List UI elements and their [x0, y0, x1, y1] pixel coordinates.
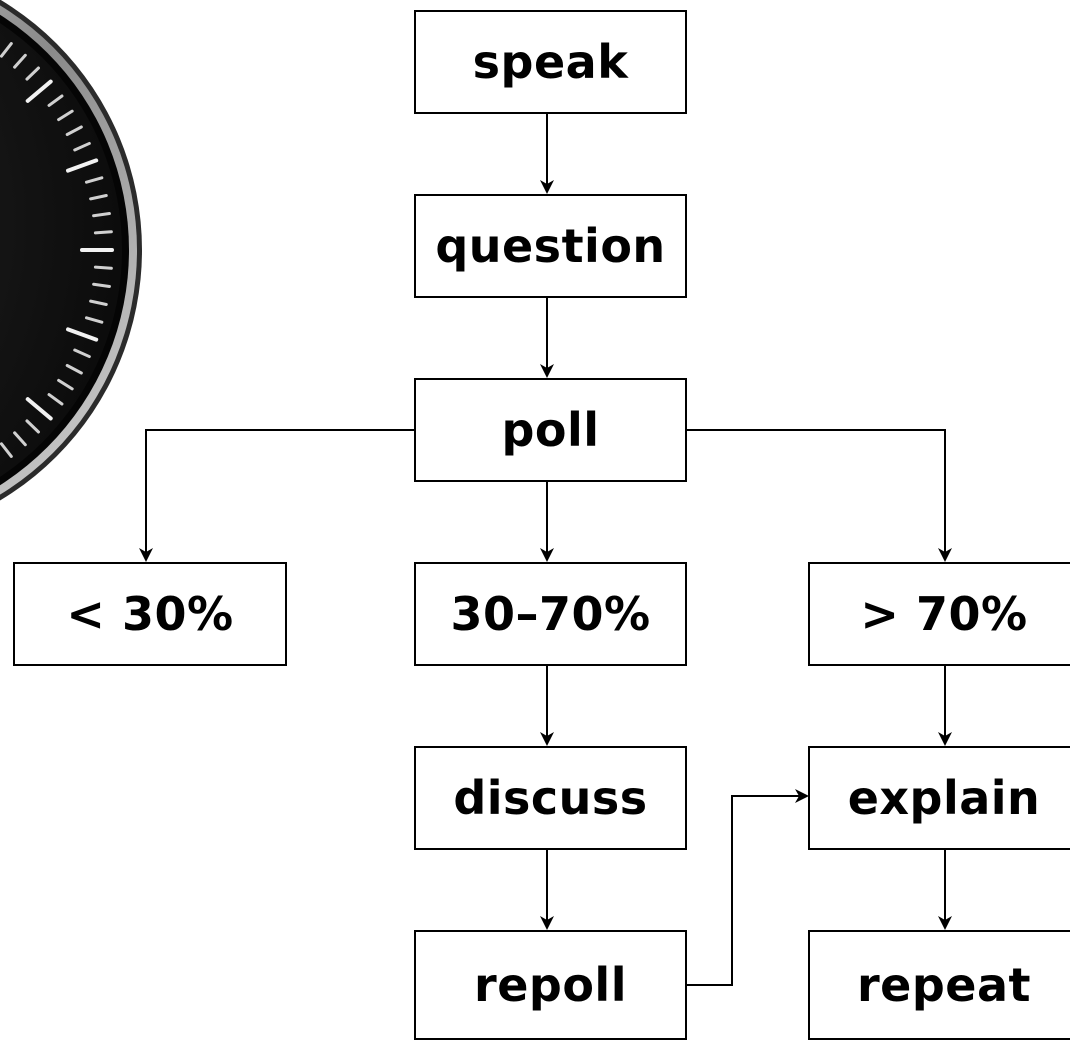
dial-tick: [65, 125, 83, 137]
dial-tick: [57, 109, 74, 122]
node-high: > 70%: [808, 562, 1070, 666]
dial-tick: [93, 230, 113, 235]
arrow-poll-high: [687, 429, 952, 562]
dial-tick: [92, 282, 111, 288]
dial-tick: [89, 194, 108, 201]
dial-tick: [57, 378, 74, 391]
node-mid-label: 30–70%: [450, 587, 651, 641]
dial-tick: [47, 393, 64, 406]
dial-tick: [84, 176, 104, 184]
node-explain: explain: [808, 746, 1070, 850]
dial-tick: [13, 431, 27, 447]
dial-tick: [47, 94, 64, 107]
dial-tick: [25, 66, 40, 81]
dial-tick: [25, 419, 40, 434]
node-speak-label: speak: [472, 35, 629, 89]
dial-tick: [93, 265, 113, 270]
node-repoll: repoll: [414, 930, 687, 1040]
node-repeat-label: repeat: [856, 958, 1032, 1012]
dial-tick: [25, 397, 53, 421]
node-question-label: question: [435, 219, 666, 273]
dial-tick: [66, 158, 99, 173]
dial-tick: [92, 212, 111, 218]
node-high-label: > 70%: [860, 587, 1028, 641]
node-low-label: < 30%: [66, 587, 234, 641]
dial-tick: [89, 299, 108, 306]
dial-tick: [13, 53, 27, 69]
dial-tick: [0, 42, 13, 58]
dial-tick: [84, 316, 104, 324]
node-repoll-label: repoll: [474, 958, 627, 1012]
dial-tick: [25, 79, 53, 103]
dial-tick: [66, 327, 99, 342]
node-question: question: [414, 194, 687, 298]
node-poll-label: poll: [501, 403, 600, 457]
node-discuss-label: discuss: [453, 771, 648, 825]
arrow-poll-low: [139, 429, 414, 562]
dial-tick: [65, 363, 83, 375]
dial-tick: [73, 141, 91, 152]
node-explain-label: explain: [847, 771, 1041, 825]
node-discuss: discuss: [414, 746, 687, 850]
dial-ticks: [0, 42, 114, 458]
node-speak: speak: [414, 10, 687, 114]
node-repeat: repeat: [808, 930, 1070, 1040]
dial-face: [0, 23, 122, 477]
dial-tick: [73, 348, 91, 359]
node-mid: 30–70%: [414, 562, 687, 666]
speedometer-dial-icon: [0, 0, 142, 501]
node-poll: poll: [414, 378, 687, 482]
node-low: < 30%: [13, 562, 287, 666]
dial-tick: [0, 442, 13, 458]
arrow-repoll-explain: [687, 789, 809, 986]
